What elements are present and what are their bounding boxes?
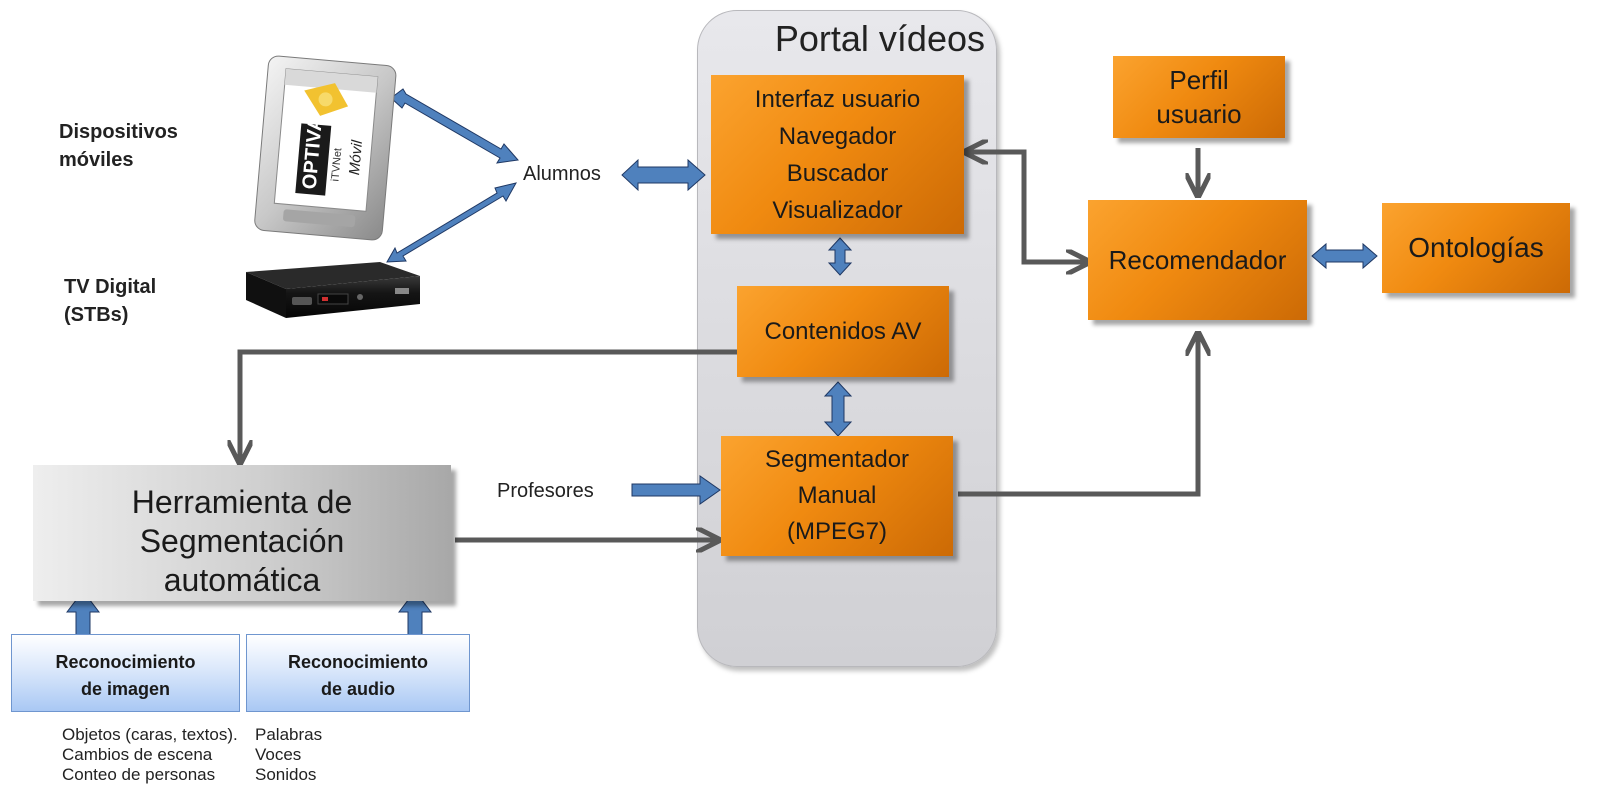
user-interface-line: Navegador xyxy=(778,122,897,150)
blue-arrow-contents-segmenter xyxy=(823,381,853,437)
connector-interface-recommender xyxy=(968,152,1086,262)
mobile-devices-label: Dispositivos móviles xyxy=(59,118,178,174)
connector-contents-to-tool xyxy=(240,349,737,460)
user-interface-line: Buscador xyxy=(786,159,889,187)
image-detail-item: Conteo de personas xyxy=(62,765,216,784)
tv-digital-label: TV Digital (STBs) xyxy=(64,273,156,329)
blue-arrow-teachers-segmenter xyxy=(631,475,721,505)
blue-arrow-interface-contents xyxy=(827,237,853,276)
tool-line: Herramienta de xyxy=(131,484,353,520)
blue-arrow-phone-students xyxy=(390,88,519,164)
automatic-segmentation-tool-box: Herramienta de Segmentación automática xyxy=(33,465,451,601)
user-profile-box: Perfil usuario xyxy=(1113,56,1285,138)
image-detail-item: Objetos (caras, textos). xyxy=(62,725,238,744)
contents-av-label: Contenidos AV xyxy=(764,317,922,345)
image-detail-item: Cambios de escena xyxy=(62,745,213,764)
image-recognition-line: de imagen xyxy=(80,679,171,699)
blue-arrow-students-interface xyxy=(621,158,706,192)
user-interface-line: Interfaz usuario xyxy=(754,85,921,113)
audio-details-list: Palabras Voces Sonidos xyxy=(255,725,322,785)
manual-segmenter-line: Manual xyxy=(797,482,877,509)
audio-detail-item: Sonidos xyxy=(255,765,317,784)
teachers-label: Profesores xyxy=(497,480,594,502)
audio-detail-item: Palabras xyxy=(255,725,323,744)
user-interface-box: Interfaz usuario Navegador Buscador Visu… xyxy=(711,75,964,234)
students-label: Alumnos xyxy=(523,163,601,185)
contents-av-box: Contenidos AV xyxy=(737,286,949,377)
tv-digital-label-line: TV Digital xyxy=(64,276,157,298)
recommender-label: Recomendador xyxy=(1108,244,1287,275)
user-interface-line: Visualizador xyxy=(772,196,903,224)
audio-recognition-box: Reconocimiento de audio xyxy=(246,634,470,712)
ontologies-box: Ontologías xyxy=(1382,203,1570,293)
ontologies-label: Ontologías xyxy=(1408,232,1544,263)
phone-logo-sub: iTVNet xyxy=(329,147,344,182)
manual-segmenter-line: (MPEG7) xyxy=(786,518,887,545)
tool-line: Segmentación xyxy=(139,523,345,559)
mobile-device-image: OPTIVA iTVNet Móvil xyxy=(254,55,397,241)
tv-digital-label-line: (STBs) xyxy=(64,304,129,326)
user-profile-line: usuario xyxy=(1156,99,1242,129)
tool-line: automática xyxy=(163,562,321,598)
user-profile-line: Perfil xyxy=(1169,65,1229,95)
mobile-devices-label-line: móviles xyxy=(59,149,134,171)
image-details-list: Objetos (caras, textos). Cambios de esce… xyxy=(62,725,238,785)
stb-device-image xyxy=(246,262,420,318)
recommender-box: Recomendador xyxy=(1088,200,1307,320)
phone-logo-text: Móvil xyxy=(346,139,366,176)
manual-segmenter-box: Segmentador Manual (MPEG7) xyxy=(721,436,953,556)
portal-title: Portal vídeos xyxy=(774,18,985,59)
image-recognition-box: Reconocimiento de imagen xyxy=(11,634,240,712)
audio-detail-item: Voces xyxy=(255,745,302,764)
connector-segmenter-to-recommender xyxy=(958,336,1198,497)
blue-arrow-stb-students xyxy=(386,182,517,263)
audio-recognition-line: Reconocimiento xyxy=(287,652,429,672)
blue-arrow-recommender-ontologies xyxy=(1311,242,1378,270)
manual-segmenter-line: Segmentador xyxy=(764,446,910,473)
mobile-devices-label-line: Dispositivos xyxy=(59,121,178,143)
audio-recognition-line: de audio xyxy=(320,679,395,699)
image-recognition-line: Reconocimiento xyxy=(55,652,196,672)
